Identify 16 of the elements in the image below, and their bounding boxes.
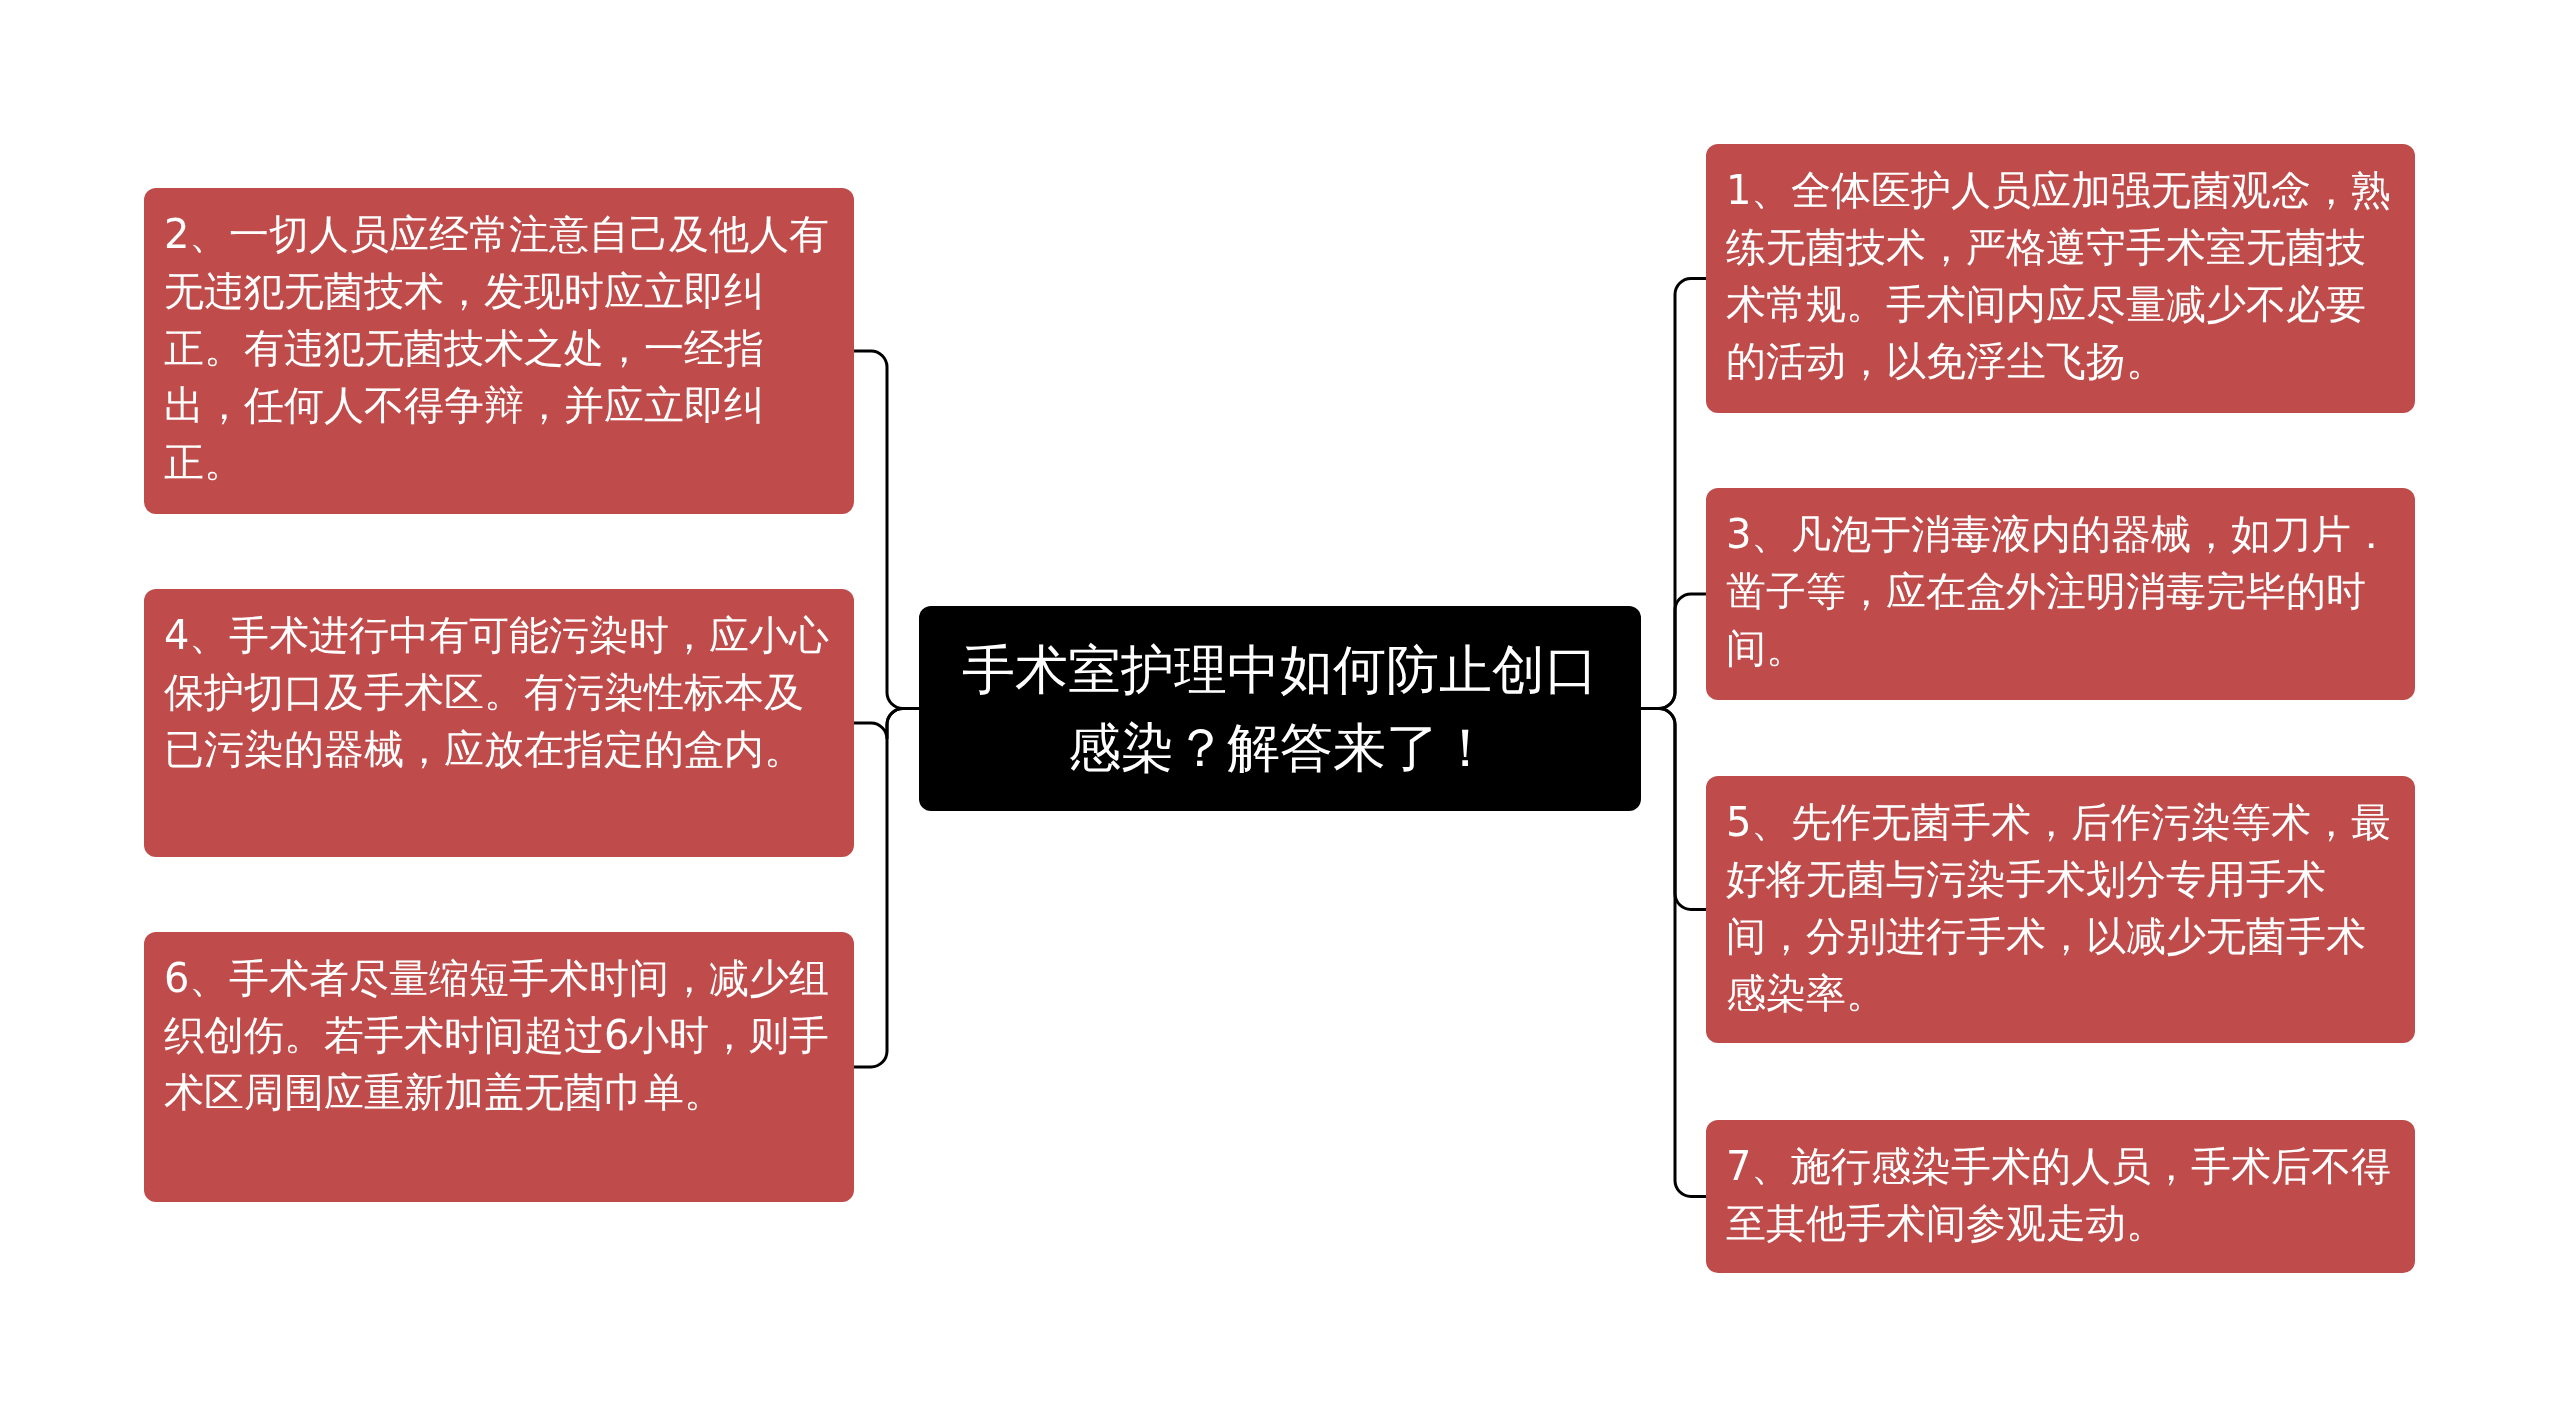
topic-card	[1706, 144, 2415, 413]
topic-card	[1706, 488, 2415, 700]
topic-text: 3、凡泡于消毒液内的器械，如刀片．凿子等，应在盒外注明消毒完毕的时间。	[1726, 510, 2393, 673]
topic-text: 1、全体医护人员应加强无菌观念，熟练无菌技术，严格遵守手术室无菌技术常规。手术间内应尽量减少不必要的活动，以免浮尘飞扬。	[1726, 166, 2393, 386]
topic-text: 7、施行感染手术的人员，手术后不得至其他手术间参观走动。	[1726, 1142, 2393, 1248]
topic-text: 2、一切人员应经常注意自己及他人有无违犯无菌技术，发现时应立即纠正。有违犯无菌技术之处，一经指出，任何人不得争辩，并应立即纠正。	[164, 210, 831, 487]
topic-box	[919, 606, 1641, 811]
topic-card	[144, 589, 854, 857]
topic-card	[1706, 1120, 2415, 1273]
topic-card	[144, 188, 854, 514]
topic-text: 6、手术者尽量缩短手术时间，减少组织创伤。若手术时间超过6小时，则手术区周围应重新加盖无菌巾单。	[164, 954, 831, 1117]
topic-title: 手术室护理中如何防止创口感染？解答来了！	[961, 637, 1599, 780]
topic-card	[144, 932, 854, 1202]
topic-text: 5、先作无菌手术，后作污染等术，最好将无菌与污染手术划分专用手术间，分别进行手术，以减少无菌手术感染率。	[1726, 798, 2393, 1018]
topic-card	[1706, 776, 2415, 1043]
topic-text: 4、手术进行中有可能污染时，应小心保护切口及手术区。有污染性标本及已污染的器械，应放在指定的盒内。	[164, 611, 831, 774]
